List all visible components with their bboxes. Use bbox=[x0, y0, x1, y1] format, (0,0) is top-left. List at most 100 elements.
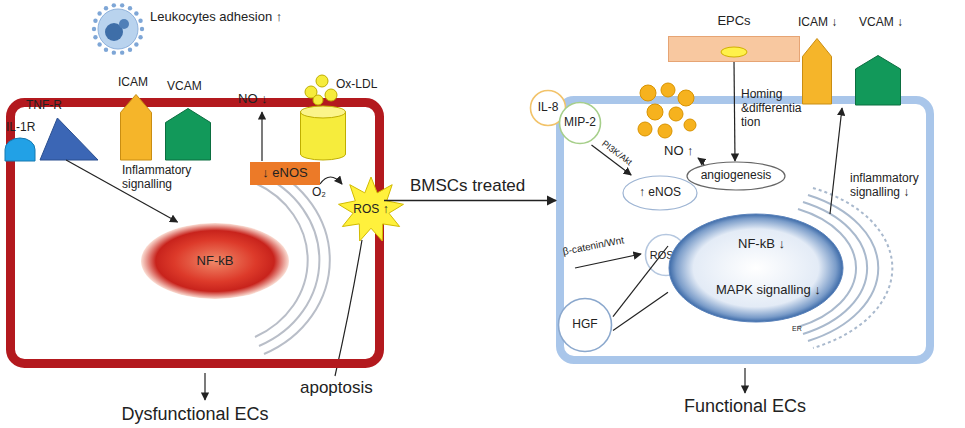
adhesion-molecule-shape bbox=[802, 38, 832, 104]
receptor-symbol-shape bbox=[40, 118, 98, 160]
progenitor-cell-shape bbox=[668, 36, 800, 62]
cell-membrane bbox=[560, 100, 930, 360]
cell-spike bbox=[140, 27, 144, 31]
endothelial-cell-text: Dysfunctional ECs bbox=[6, 404, 384, 425]
nucleus-shape bbox=[668, 213, 844, 323]
leukocyte-cell-shape bbox=[92, 4, 144, 54]
ldl-particles bbox=[305, 75, 337, 105]
no-molecule bbox=[669, 107, 683, 121]
receptor-symbol-text: TNF-R bbox=[26, 99, 62, 113]
nucleus-shape bbox=[669, 214, 843, 322]
ldl-receptor-shape bbox=[300, 106, 346, 160]
nucleus-text: NF-kB ↓ bbox=[738, 237, 785, 252]
cell-body bbox=[98, 9, 138, 49]
connector bbox=[613, 292, 668, 330]
leukocyte-cell-text: Leukocytes adhesion ↑ bbox=[150, 10, 282, 25]
adhesion-shape bbox=[856, 56, 901, 106]
adhesion-molecule-shape bbox=[120, 94, 152, 160]
cell-spike bbox=[93, 19, 97, 23]
nucleus-shape bbox=[141, 223, 289, 299]
no-molecule bbox=[678, 90, 694, 106]
annotation-label: O₂ bbox=[312, 186, 326, 200]
cell-nucleus bbox=[119, 19, 129, 29]
ldl-particle bbox=[316, 75, 328, 87]
endothelial-cell-text: Functional ECs bbox=[556, 396, 934, 417]
adhesion-shape bbox=[166, 109, 211, 161]
process-ellipse: angiogenesis bbox=[686, 161, 786, 191]
annotation-label: β-catenin/Wnt bbox=[562, 234, 625, 257]
annotation-label: NO ↑ bbox=[664, 144, 694, 159]
cell-spike bbox=[120, 50, 124, 54]
signalling-arrow bbox=[830, 108, 842, 214]
no-molecule bbox=[640, 85, 656, 101]
nucleus: NF-kB ↓ MAPK signalling ↓ bbox=[668, 213, 844, 323]
cell-spike bbox=[97, 11, 101, 15]
wnt-arrow bbox=[575, 254, 641, 268]
o2-arrow bbox=[320, 177, 342, 184]
cell-spike bbox=[97, 42, 101, 46]
no-molecule bbox=[647, 104, 663, 120]
adhesion-molecule: VCAM bbox=[165, 108, 211, 160]
enzyme-box: ↓ eNOS bbox=[250, 162, 320, 185]
nucleus-text: MAPK signalling ↓ bbox=[716, 283, 821, 298]
adhesion-molecule-text: VCAM ↓ bbox=[859, 16, 903, 30]
no-molecule bbox=[684, 119, 696, 131]
no-molecule bbox=[638, 122, 652, 136]
cell-spike bbox=[92, 27, 96, 31]
progenitor-cell-text: EPCs bbox=[668, 14, 800, 29]
enzyme-box-text: ↓ eNOS bbox=[250, 162, 320, 185]
ldl-receptor: Ox-LDL bbox=[300, 106, 346, 160]
annotation-label: inflammatory signalling ↓ bbox=[850, 172, 934, 200]
factor-circle: HGF bbox=[557, 297, 613, 353]
outcome-arrow bbox=[204, 373, 205, 400]
cell-spike bbox=[112, 3, 116, 7]
edge-label: Inflammatory signalling bbox=[122, 164, 210, 192]
cell-membrane bbox=[11, 103, 380, 364]
progenitor-body bbox=[669, 37, 800, 62]
factor-circle: MIP-2 bbox=[557, 101, 603, 145]
adhesion-molecule-shape bbox=[165, 108, 211, 160]
adhesion-molecule: ICAM bbox=[120, 94, 152, 160]
connector bbox=[384, 200, 556, 202]
factor-circle-text: HGF bbox=[557, 297, 613, 353]
ldl-particle bbox=[325, 89, 337, 101]
ellipse-shape bbox=[687, 162, 785, 190]
adhesion-molecule-text: VCAM bbox=[167, 80, 202, 94]
enzyme-rect bbox=[250, 162, 320, 185]
adhesion-molecule-text: ICAM bbox=[118, 76, 148, 90]
annotation-label: apoptosis bbox=[300, 378, 373, 398]
nucleus-text: NF-kB bbox=[140, 222, 290, 300]
ldl-particle bbox=[313, 95, 323, 105]
cell-spike bbox=[104, 48, 108, 52]
receptor-symbol: IL-1R bbox=[4, 138, 36, 161]
leukocyte-cell: Leukocytes adhesion ↑ bbox=[92, 4, 144, 54]
enzyme-ellipse: ↑ eNOS bbox=[622, 175, 698, 211]
ldl-particle bbox=[305, 86, 317, 98]
connector bbox=[613, 246, 668, 317]
no-molecules bbox=[638, 83, 696, 138]
edge-label: PI3K/Akt bbox=[600, 138, 634, 167]
receptor-symbol-shape bbox=[4, 138, 36, 161]
adhesion-shape bbox=[803, 39, 832, 105]
receptor-symbol: TNF-R bbox=[40, 118, 98, 160]
connector bbox=[734, 62, 735, 161]
no-arrow bbox=[261, 112, 262, 161]
cylinder-body bbox=[301, 112, 346, 160]
adhesion-molecule: ICAM ↓ bbox=[802, 38, 832, 104]
progenitor-cell: EPCs bbox=[668, 36, 800, 62]
cylinder-top bbox=[301, 106, 346, 118]
no-molecule bbox=[658, 124, 672, 138]
outcome-arrow bbox=[744, 368, 745, 393]
cell-spike bbox=[138, 19, 142, 23]
cell-spike bbox=[93, 35, 97, 39]
enzyme-ellipse-text: ↑ eNOS bbox=[622, 175, 698, 211]
adhesion-molecule: VCAM ↓ bbox=[855, 55, 901, 105]
cell-spike bbox=[134, 42, 138, 46]
cell-spike bbox=[128, 48, 132, 52]
ros-star: ROS ↑ bbox=[334, 176, 408, 244]
apoptosis-line bbox=[335, 240, 362, 376]
cell-spike bbox=[134, 11, 138, 15]
edge-label: Homing &differentiation bbox=[741, 88, 803, 129]
cell-spike bbox=[112, 50, 116, 54]
edge-label: BMSCs treated bbox=[410, 176, 525, 196]
